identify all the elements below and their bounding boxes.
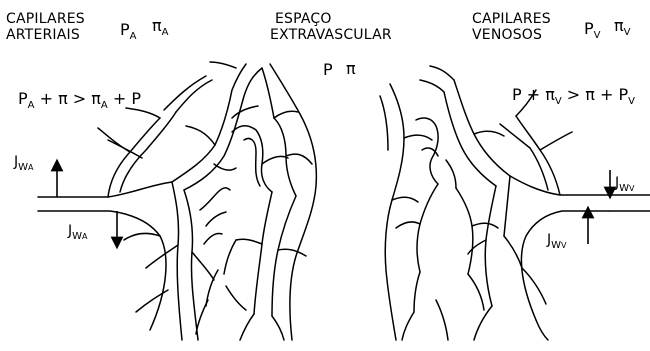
venous-vessel-wall-bottom: [521, 211, 608, 320]
arterial-vessel-wall-bottom: [38, 211, 166, 330]
arterial-vessel-wall-top: [38, 182, 172, 197]
venous-capillary-network: [380, 66, 608, 340]
arterial-capillary-network: [38, 62, 316, 340]
